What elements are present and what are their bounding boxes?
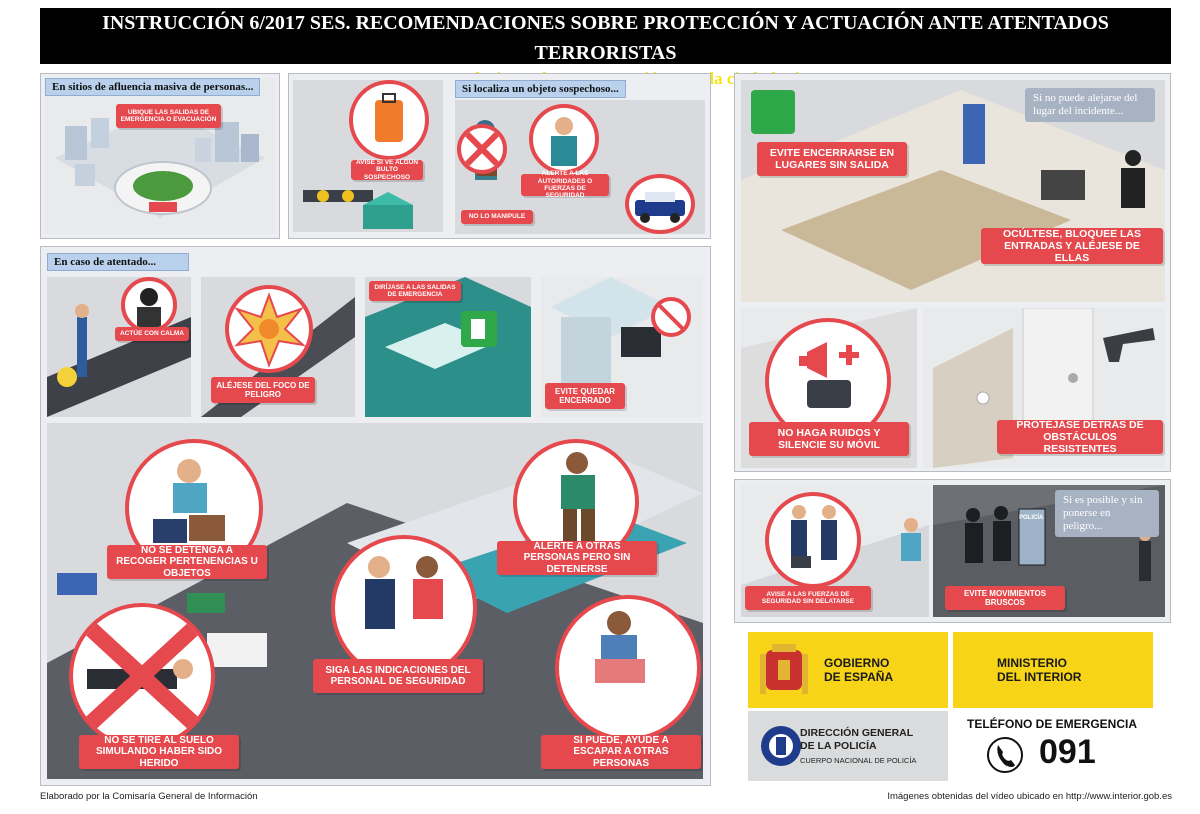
police-tag: Si es posible y sin ponerse en peligro..…: [1055, 490, 1159, 537]
page-header: INSTRUCCIÓN 6/2017 SES. RECOMENDACIONES …: [40, 8, 1171, 88]
ministry-interior-logo: MINISTERIO DEL INTERIOR: [953, 632, 1153, 708]
cannot-leave-tag: Si no puede alejarse del lugar del incid…: [1025, 88, 1155, 122]
panel-suspicious-object: AVISE SI VE ALGÚN BULTO SOSPECHOSO NO LO…: [288, 73, 711, 239]
helping-person-icon: [595, 611, 645, 683]
emergency-phone-label: TELÉFONO DE EMERGENCIA: [967, 717, 1138, 731]
street-graphic: [47, 304, 191, 417]
police-officer-icon: [791, 505, 837, 568]
label-no-touch: NO LO MANIPULE: [461, 210, 533, 224]
label-notify-police: AVISE A LAS FUERZAS DE SEGURIDAD SIN DEL…: [745, 586, 871, 610]
police-shield-text: POLICÍA: [1019, 515, 1044, 521]
panel-cannot-leave: Si no puede alejarse del lugar del incid…: [734, 73, 1171, 472]
footer-source: Imágenes obtenidas del vídeo ubicado en …: [887, 791, 1172, 802]
explosion-circle: [225, 285, 313, 373]
suitcase-icon: [375, 93, 403, 142]
office-exit-graphic: [365, 277, 531, 417]
dg-line1: DIRECCIÓN GENERAL: [800, 727, 914, 739]
masked-attacker-icon: [137, 288, 161, 329]
no-floor-circle: [69, 603, 215, 749]
running-person-icon: [561, 452, 595, 549]
elevator-graphic: [551, 277, 691, 387]
police-car-circle: [625, 174, 695, 234]
stadium-illustration: [45, 78, 275, 234]
gov-line2: DE ESPAÑA: [824, 670, 894, 684]
police-badge-icon: [761, 726, 801, 766]
footer-credit: Elaborado por la Comisaría General de In…: [40, 791, 258, 802]
police-directorate-logo: DIRECCIÓN GENERAL DE LA POLICÍA CUERPO N…: [748, 711, 948, 781]
label-warn-suspicious: AVISE SI VE ALGÚN BULTO SOSPECHOSO: [351, 159, 423, 181]
label-act-calm: ACTÚE CON CALMA: [115, 327, 189, 341]
phone-circle: [529, 104, 599, 174]
min-line2: DEL INTERIOR: [997, 670, 1082, 684]
lying-person-cross-icon: [85, 623, 199, 729]
label-move-away: ALÉJESE DEL FOCO DE PELIGRO: [211, 377, 315, 403]
panel-attack: En caso de atentado... ACTÚE CON CALMA A…: [40, 246, 711, 786]
label-not-trapped: EVITE QUEDAR ENCERRADO: [545, 383, 625, 409]
person-picking-bag-icon: [153, 459, 225, 543]
attack-tag: En caso de atentado...: [47, 253, 189, 271]
police-car-icon: [635, 192, 685, 223]
label-alert-others: ALERTE A OTRAS PERSONAS PERO SIN DETENER…: [497, 541, 657, 575]
min-line1: MINISTERIO: [997, 656, 1068, 670]
label-alert-authorities: ALERTE A LAS AUTORIDADES O FUERZAS DE SE…: [521, 170, 609, 199]
emergency-phone-box: TELÉFONO DE EMERGENCIA 091: [953, 711, 1153, 781]
cross-icon: [464, 131, 500, 167]
panel-police: AVISE A LAS FUERZAS DE SEGURIDAD SIN DEL…: [734, 479, 1171, 623]
label-hide-block: OCÚLTESE, BLOQUEE LAS ENTRADAS Y ALÉJESE…: [981, 228, 1163, 264]
label-go-exits: DIRÍJASE A LAS SALIDAS DE EMERGENCIA: [369, 281, 461, 301]
coat-of-arms-icon: [760, 644, 808, 694]
label-locate-exits: UBIQUE LAS SALIDAS DE EMERGENCIA O EVACU…: [116, 104, 221, 128]
label-no-lock-in: EVITE ENCERRARSE EN LUGARES SIN SALIDA: [757, 142, 907, 176]
phone-mute-icon: [799, 342, 859, 408]
label-no-floor: NO SE TIRE AL SUELO SIMULANDO HABER SIDO…: [79, 735, 239, 769]
label-belongings: NO SE DETENGA A RECOGER PERTENENCIAS U O…: [107, 545, 267, 579]
label-protect-behind: PROTÉJASE DETRÁS DE OBSTÁCULOS RESISTENT…: [997, 419, 1163, 455]
label-silence-phone: NO HAGA RUIDOS Y SILENCIE SU MÓVIL: [749, 422, 909, 456]
emergency-phone-number: 091: [1039, 733, 1096, 771]
person-phone-icon: [551, 117, 577, 166]
barrier-graphic: [303, 190, 413, 229]
explosion-icon: [234, 292, 307, 368]
attacker-circle: [121, 277, 177, 333]
gov-line1: GOBIERNO: [824, 656, 890, 670]
dg-line2: DE LA POLICÍA: [800, 740, 877, 752]
gov-spain-logo: GOBIERNO DE ESPAÑA: [748, 632, 948, 708]
suitcase-circle: [349, 80, 429, 160]
no-touch-circle: [457, 124, 507, 174]
stadium-city-graphic: [55, 108, 265, 218]
suspicious-object-tag: Si localiza un objeto sospechoso...: [455, 80, 626, 98]
help-escape-circle: [555, 595, 701, 741]
label-help-escape: SI PUEDE, AYUDE A ESCAPAR A OTRAS PERSON…: [541, 735, 701, 769]
mass-gatherings-tag: En sitios de afluencia masiva de persona…: [45, 78, 261, 96]
police-officers-circle: [765, 492, 861, 588]
label-follow-security: SIGA LAS INDICACIONES DEL PERSONAL DE SE…: [313, 659, 483, 693]
phone-icon: [987, 737, 1023, 773]
panel-mass-gatherings: En sitios de afluencia masiva de persona…: [40, 73, 280, 239]
page-title: INSTRUCCIÓN 6/2017 SES. RECOMENDACIONES …: [102, 12, 1109, 64]
security-guard-icon: [365, 556, 443, 629]
label-no-sudden: EVITE MOVIMIENTOS BRUSCOS: [945, 586, 1065, 610]
dg-line3: CUERPO NACIONAL DE POLICÍA: [800, 756, 917, 765]
